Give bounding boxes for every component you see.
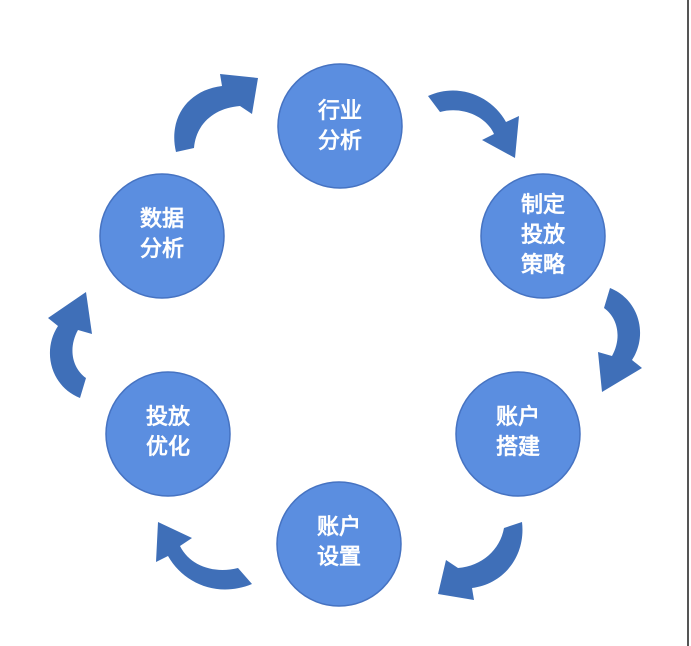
node-strategy-line-3: 策略 [521,252,566,278]
node-industry-analysis-line-2: 分析 [318,129,362,154]
node-account-setup-line-1: 账户 [317,514,361,540]
node-industry-analysis-line-1: 行业 [317,98,362,124]
node-account-setup: 账户 设置 [276,481,402,607]
cycle-arrow-3 [438,522,523,600]
node-optimize-line-2: 优化 [146,434,190,460]
node-data-analysis-line-1: 数据 [140,206,184,232]
cycle-arrow-1 [428,90,519,158]
node-strategy-line-2: 投放 [521,222,566,248]
cycle-arrows [48,74,642,600]
node-strategy: 制定 投放 策略 [480,173,606,299]
node-account-build-line-2: 搭建 [496,435,540,460]
node-data-analysis: 数据 分析 [99,173,225,299]
node-optimize: 投放 优化 [105,371,231,497]
cycle-arrow-2 [598,288,642,392]
node-industry-analysis: 行业 分析 [277,63,403,189]
node-account-setup-line-2: 设置 [317,545,361,570]
cycle-nodes: 行业 分析 制定 投放 策略 账户 搭建 账户 设置 投放 优化 [99,63,606,607]
cycle-arrow-5 [48,292,92,398]
node-optimize-line-1: 投放 [146,404,191,430]
node-data-analysis-line-2: 分析 [140,237,184,262]
node-strategy-line-1: 制定 [521,192,565,218]
cycle-arrow-6 [174,74,258,152]
node-account-build: 账户 搭建 [455,371,581,497]
node-account-build-line-1: 账户 [496,404,540,430]
cycle-arrow-4 [156,522,252,590]
